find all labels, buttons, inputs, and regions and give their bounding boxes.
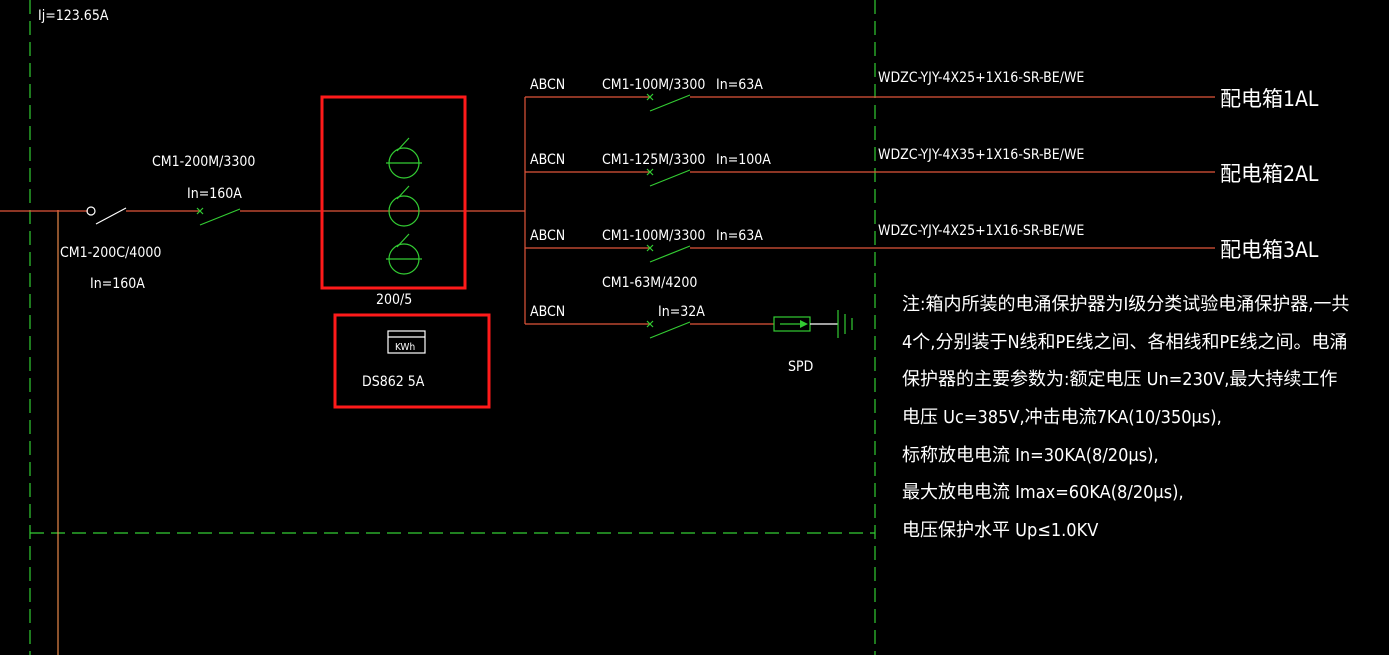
- branch-3-rating: In=63A: [716, 228, 763, 244]
- ct-ratio: 200/5: [376, 292, 412, 308]
- branch-2-cable: WDZC-YJY-4X35+1X16-SR-BE/WE: [878, 147, 1084, 163]
- main-breaker-rating: In=160A: [187, 186, 242, 202]
- main-breaker-model: CM1-200M/3300: [152, 154, 255, 170]
- branch-1-cable: WDZC-YJY-4X25+1X16-SR-BE/WE: [878, 70, 1084, 86]
- isolator-contact: [86, 206, 96, 216]
- branch-1-rating: In=63A: [716, 77, 763, 93]
- isolator-blade: [95, 207, 127, 225]
- current-label: Ij=123.65A: [38, 8, 109, 24]
- branch-3-breaker: CM1-100M/3300: [602, 228, 705, 244]
- branch-2-rating: In=100A: [716, 152, 771, 168]
- branch-3-cable: WDZC-YJY-4X25+1X16-SR-BE/WE: [878, 223, 1084, 239]
- branch-1-phase: ABCN: [530, 77, 565, 93]
- spd-branch-breaker: CM1-63M/4200: [602, 275, 697, 291]
- branch-3-phase: ABCN: [530, 228, 565, 244]
- branch-2: [525, 168, 1215, 187]
- branch-1: [525, 93, 1215, 112]
- note-line: 标称放电电流 In=30KA(8/20μs),: [902, 445, 1159, 466]
- branch-2-breaker: CM1-125M/3300: [602, 152, 705, 168]
- note-line: 电压 Uc=385V,冲击电流7KA(10/350μs),: [902, 407, 1222, 428]
- kwh-label: KWh: [395, 342, 415, 353]
- note-line: 最大放电电流 Imax=60KA(8/20μs),: [902, 482, 1184, 503]
- branch-2-destination: 配电箱2AL: [1220, 162, 1319, 186]
- branch-1-breaker: CM1-100M/3300: [602, 77, 705, 93]
- main-breaker-symbol: [196, 207, 241, 226]
- note-line: 保护器的主要参数为:额定电压 Un=230V,最大持续工作: [902, 369, 1337, 390]
- meter-highlight-box: [333, 313, 491, 409]
- branch-3: [525, 244, 1215, 263]
- spd-branch: [525, 310, 853, 339]
- branch-1-destination: 配电箱1AL: [1220, 87, 1319, 111]
- kwh-meter-symbol: [387, 330, 426, 354]
- meter-model: DS862 5A: [362, 374, 425, 390]
- spd-branch-rating: In=32A: [658, 304, 705, 320]
- note-line: 注:箱内所装的电涌保护器为Ⅰ级分类试验电涌保护器,一共: [902, 294, 1349, 315]
- branch-2-phase: ABCN: [530, 152, 565, 168]
- spd-note: 注:箱内所装的电涌保护器为Ⅰ级分类试验电涌保护器,一共 4个,分别装于N线和PE…: [902, 294, 1349, 541]
- current-transformer-group: [386, 137, 422, 275]
- branch-3-destination: 配电箱3AL: [1220, 238, 1319, 262]
- isolator-rating: In=160A: [90, 276, 145, 292]
- note-line: 电压保护水平 Up≤1.0KV: [902, 520, 1098, 541]
- spd-branch-phase: ABCN: [530, 304, 565, 320]
- spd-label: SPD: [788, 359, 813, 375]
- ct-highlight-box: [320, 95, 467, 290]
- note-line: 4个,分别装于N线和PE线之间、各相线和PE线之间。电涌: [902, 332, 1348, 353]
- isolator-model: CM1-200C/4000: [60, 245, 161, 261]
